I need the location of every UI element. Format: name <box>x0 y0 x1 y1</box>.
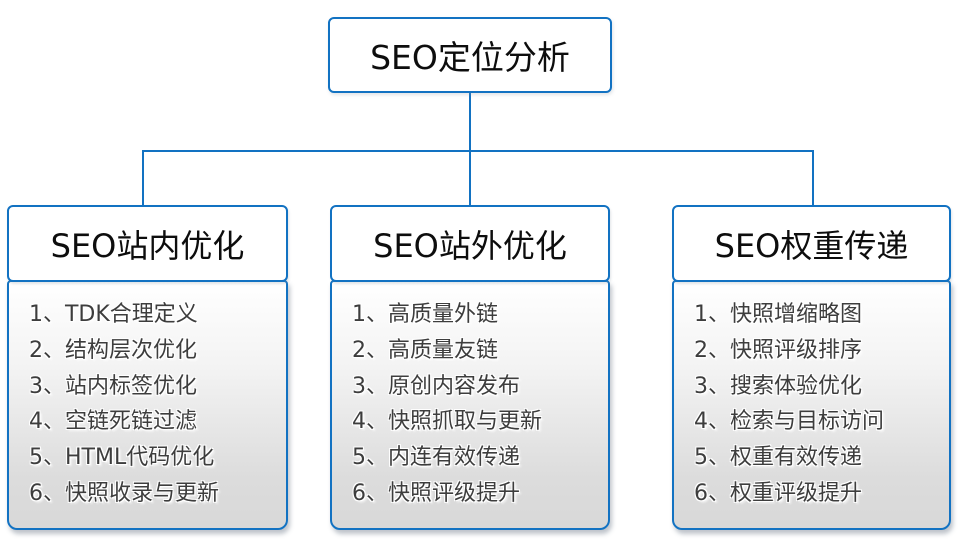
column-title: SEO站外优化 <box>373 226 567 265</box>
column-header: SEO站内优化 <box>7 205 288 282</box>
list-item: 5、内连有效传递 <box>352 445 520 471</box>
list-item: 1、TDK合理定义 <box>29 302 198 327</box>
root-node: SEO定位分析 <box>328 17 612 93</box>
column-body: 1、TDK合理定义 2、结构层次优化 3、站内标签优化 4、空链死链过滤 5、H… <box>7 280 288 530</box>
list-item: 5、权重有效传递 <box>694 445 862 471</box>
root-node-title: SEO定位分析 <box>370 38 570 77</box>
column-onsite-optimization: SEO站内优化 1、TDK合理定义 2、结构层次优化 3、站内标签优化 4、空链… <box>7 205 288 530</box>
list-item: 2、高质量友链 <box>352 337 498 363</box>
column-body: 1、快照增缩略图 2、快照评级排序 3、搜索体验优化 4、检索与目标访问 5、权… <box>672 280 951 530</box>
column-offsite-optimization: SEO站外优化 1、高质量外链 2、高质量友链 3、原创内容发布 4、快照抓取与… <box>330 205 610 530</box>
column-header: SEO权重传递 <box>672 205 951 282</box>
column-body: 1、高质量外链 2、高质量友链 3、原创内容发布 4、快照抓取与更新 5、内连有… <box>330 280 610 530</box>
list-item: 5、HTML代码优化 <box>29 445 215 471</box>
list-item: 3、原创内容发布 <box>352 373 520 399</box>
column-weight-transfer: SEO权重传递 1、快照增缩略图 2、快照评级排序 3、搜索体验优化 4、检索与… <box>672 205 951 530</box>
list-item: 2、快照评级排序 <box>694 337 862 363</box>
list-item: 4、快照抓取与更新 <box>352 409 542 435</box>
list-item: 1、快照增缩略图 <box>694 302 862 327</box>
column-title: SEO站内优化 <box>50 226 245 265</box>
list-item: 3、站内标签优化 <box>29 373 197 399</box>
list-item: 1、高质量外链 <box>352 302 498 327</box>
column-title: SEO权重传递 <box>714 226 909 265</box>
list-item: 2、结构层次优化 <box>29 337 197 363</box>
list-item: 4、空链死链过滤 <box>29 409 197 435</box>
list-item: 6、快照评级提升 <box>352 480 520 506</box>
list-item: 6、权重评级提升 <box>694 480 862 506</box>
list-item: 6、快照收录与更新 <box>29 480 219 506</box>
list-item: 4、检索与目标访问 <box>694 409 884 435</box>
column-header: SEO站外优化 <box>330 205 610 282</box>
list-item: 3、搜索体验优化 <box>694 373 862 399</box>
